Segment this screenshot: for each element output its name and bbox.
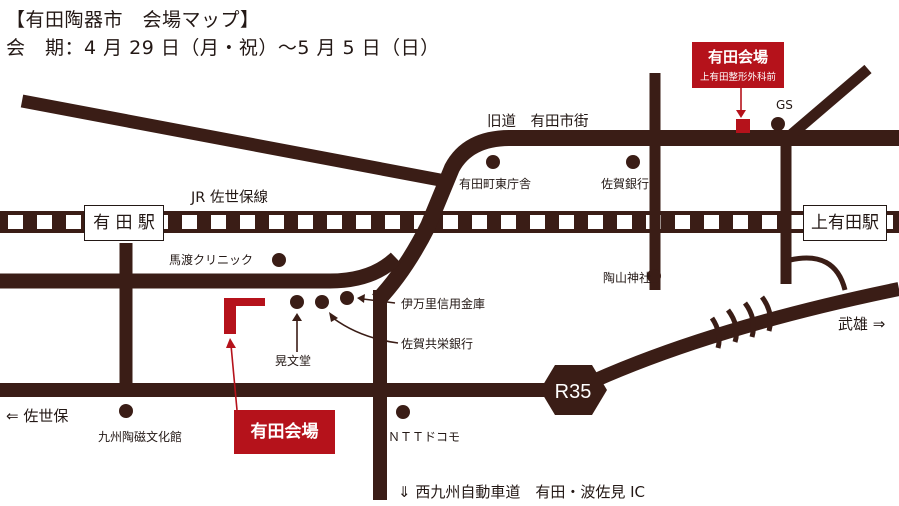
- label-kenbundo: 晃文堂: [275, 354, 312, 368]
- bridge-arc: [725, 308, 739, 343]
- road-kami-arita-loop: [789, 255, 848, 291]
- label-saga-kyoei: 佐賀共栄銀行: [401, 337, 474, 351]
- railway-tie: [733, 215, 748, 229]
- landmark-dot-gs: [771, 117, 785, 131]
- label-touzan-shrine: 陶山神社: [603, 271, 652, 285]
- railway-tie: [588, 215, 603, 229]
- jr-line-label: JR 佐世保線: [191, 190, 268, 206]
- station-arita: 有 田 駅: [84, 205, 164, 241]
- arrowhead-venue-bottom: [226, 338, 236, 348]
- road-gs-branch: [781, 64, 872, 145]
- arrow-to-venue-bottom: [230, 344, 238, 411]
- arrow-to-imari-shinkin: [362, 298, 396, 304]
- railway-tie: [472, 215, 487, 229]
- railway-tie: [501, 215, 516, 229]
- road-kyudo-old-town: [372, 130, 899, 306]
- landmark-dot-ntt: [396, 405, 410, 419]
- arrowhead-venue-top: [736, 110, 746, 118]
- railway-tie: [762, 215, 777, 229]
- road-kyudo-diagonal: [20, 94, 442, 187]
- label-ntt-docomo: ＮＴＴドコモ: [388, 430, 461, 444]
- arrowhead-imari-shinkin: [357, 294, 365, 303]
- railway-tie: [385, 215, 400, 229]
- railway-tie: [675, 215, 690, 229]
- railway-tie: [269, 215, 284, 229]
- railway-tie: [530, 215, 545, 229]
- railway-tie: [66, 215, 81, 229]
- railway-tie: [791, 215, 806, 229]
- road-middle: [0, 252, 402, 289]
- label-town-office: 有田町東庁舎: [459, 177, 532, 191]
- landmark-dot-town-office: [486, 155, 500, 169]
- label-gs: GS: [776, 98, 793, 112]
- landmark-dot-ceramic-hall: [119, 404, 133, 418]
- railway-tie: [298, 215, 313, 229]
- venue-label-bottom: 有田会場: [234, 410, 335, 454]
- railway-tie: [240, 215, 255, 229]
- bridge-arc: [709, 316, 722, 349]
- arrowhead-kyoei: [329, 312, 338, 322]
- railway-tie: [559, 215, 574, 229]
- railway-tie: [356, 215, 371, 229]
- bridge-arc: [759, 295, 773, 332]
- railway-tie: [704, 215, 719, 229]
- landmark-dot-imari-shinkin: [340, 291, 354, 305]
- direction-sasebo: ⇐ 佐世保: [6, 407, 69, 425]
- old-road-label: 旧道 有田市街: [487, 114, 589, 130]
- label-mawatari-clinic: 馬渡クリニック: [169, 253, 254, 267]
- landmark-dot-kyoei: [315, 295, 329, 309]
- landmark-dot-shrine: [647, 269, 661, 283]
- arrow-to-kyoei: [332, 317, 399, 344]
- arrowhead-kenbundo: [292, 313, 302, 321]
- railway-tie: [443, 215, 458, 229]
- page-title: 【有田陶器市 会場マップ】: [6, 9, 260, 31]
- venue-label-top: 有田会場 上有田整形外科前: [692, 42, 784, 88]
- venue-top-sub: 上有田整形外科前: [699, 72, 776, 83]
- event-period: 会 期：4 月 29 日（月・祝）～5 月 5 日（日）: [6, 37, 440, 59]
- railway-tie: [37, 215, 52, 229]
- railway-tie: [8, 215, 23, 229]
- railway-tie: [327, 215, 342, 229]
- venue-marker-bottom: [224, 298, 265, 334]
- landmark-dot-saga-bank: [626, 155, 640, 169]
- label-imari-shinkin: 伊万里信用金庫: [401, 297, 486, 311]
- label-saga-bank: 佐賀銀行: [601, 177, 650, 191]
- venue-top-name: 有田会場: [707, 48, 768, 66]
- route-35-marker: [540, 365, 607, 415]
- label-ceramic-hall: 九州陶磁文化館: [98, 430, 183, 444]
- route-35-label: R35: [555, 381, 592, 403]
- landmark-dot-kenbundo: [290, 295, 304, 309]
- direction-expressway: ⇓ 西九州自動車道 有田・波佐見 IC: [398, 483, 646, 501]
- bridge-arc: [742, 301, 756, 338]
- landmark-dot-clinic: [272, 253, 286, 267]
- railway-tie: [211, 215, 226, 229]
- station-kami-arita: 上有田駅: [803, 205, 887, 241]
- railway-tie: [182, 215, 197, 229]
- venue-marker-top: [736, 119, 750, 133]
- railway-tie: [617, 215, 632, 229]
- direction-takeo: 武雄 ⇒: [838, 315, 886, 333]
